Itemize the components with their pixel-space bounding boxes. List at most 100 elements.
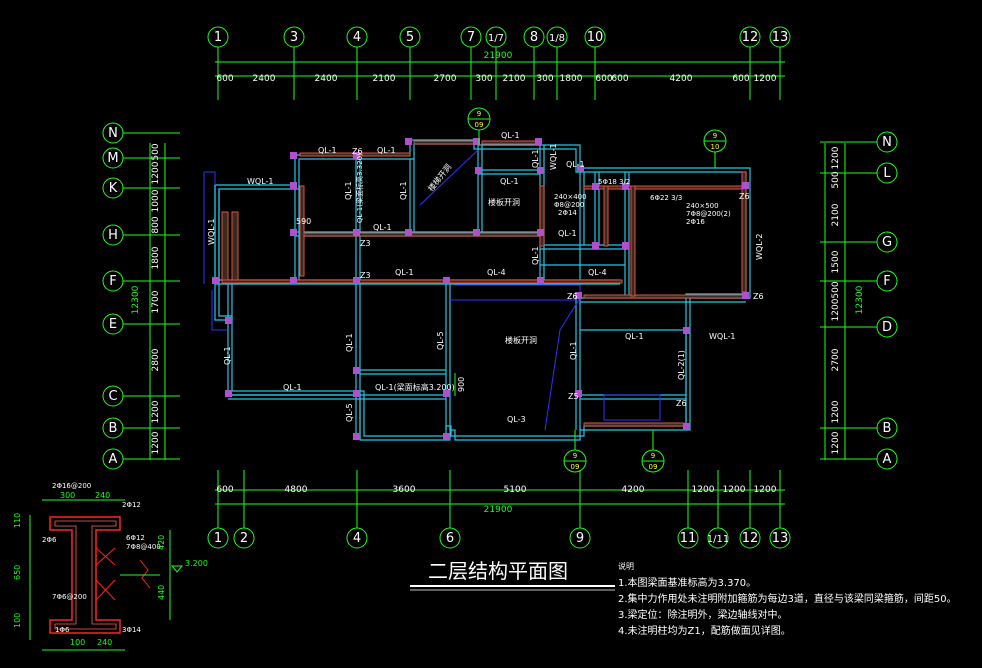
axis-bubble: 7: [460, 26, 482, 100]
beam-label: QL-1: [500, 177, 519, 186]
dim-text: 3600: [393, 485, 416, 495]
axis-bubble: B: [102, 417, 180, 439]
column: [443, 390, 450, 397]
axis-label: N: [108, 126, 118, 141]
column: [405, 138, 412, 145]
column: [537, 229, 544, 236]
axis-label: 4: [353, 30, 361, 45]
note-item: 3.梁定位：除注明外，梁边轴线对中。: [618, 608, 788, 621]
beam-label: WQL-1: [709, 332, 736, 341]
axis-label: 1/8: [549, 33, 565, 44]
axis-label: K: [109, 181, 118, 196]
column: [443, 277, 450, 284]
column-label: Z6: [739, 192, 750, 201]
beam-labels: QL-1 QL-1 QL-1 QL-1 QL-1 QL-1 QL-1 QL-1 …: [207, 131, 764, 424]
axis-bubble: C: [102, 385, 180, 407]
axis-label: 3: [290, 30, 298, 45]
section-callout[interactable]: 9 10: [703, 129, 727, 153]
top-total-dim: 21900: [484, 51, 513, 61]
beam-spec: Φ8@200: [554, 201, 584, 209]
dim-text: 1200: [723, 485, 746, 495]
beam-label: QL-1: [283, 383, 302, 392]
beam-spec: 240×500: [686, 202, 719, 210]
axis-bubble: 13: [769, 470, 791, 549]
beam-label: QL-4: [487, 268, 506, 277]
axis-label: 1/11: [707, 534, 729, 545]
detail-dim: 100: [70, 638, 85, 647]
detail-dim: 420: [157, 535, 166, 550]
axis-label: A: [883, 452, 892, 467]
beam-label: WQL-1: [247, 177, 274, 186]
axis-label: 4: [353, 531, 361, 546]
dim-text: 1000: [151, 189, 161, 212]
dim-text: 600: [732, 74, 749, 84]
column: [742, 182, 749, 189]
column: [290, 152, 297, 159]
axis-label: 8: [530, 30, 538, 45]
svg-text:10: 10: [711, 143, 720, 151]
note-item: 1.本图梁面基准标高为3.370。: [618, 576, 756, 589]
axis-label: C: [108, 389, 117, 404]
notes-heading: 说明: [618, 561, 634, 571]
axis-bubble: L: [820, 162, 898, 184]
axis-bubble: K: [102, 177, 180, 199]
dim-text: 1500: [831, 250, 841, 273]
detail-dim: 440: [157, 585, 166, 600]
column: [290, 277, 297, 284]
column: [683, 327, 690, 334]
axis-bubble: 8: [523, 26, 545, 100]
column: [622, 242, 629, 249]
axis-label: 2: [240, 531, 248, 546]
column: [353, 390, 360, 397]
axis-label: G: [882, 235, 892, 250]
axis-label: M: [107, 151, 118, 166]
dim-text: 300: [536, 74, 553, 84]
column-label: Z3: [360, 239, 371, 248]
right-total-dim: 12300: [855, 285, 865, 314]
section-callout[interactable]: 9 09: [563, 449, 587, 473]
inner-dim: 590: [296, 217, 311, 226]
column: [592, 183, 599, 190]
dim-text: 1200: [754, 74, 777, 84]
beam-label: QL-1: [399, 181, 408, 200]
axis-label: 12: [742, 531, 759, 546]
axis-label: E: [109, 317, 117, 332]
detail-dim: 240: [97, 638, 112, 647]
beam-label: QL-1: [558, 229, 577, 238]
column: [405, 229, 412, 236]
beam-label: QL-2(1): [677, 350, 686, 380]
axis-bubble: 4: [346, 470, 368, 549]
axis-label: 1/7: [488, 33, 504, 44]
rebar-label: 2Φ6: [42, 536, 57, 544]
axis-label: 10: [587, 30, 604, 45]
axis-bubble: A: [820, 448, 898, 470]
axis-bubble: 1/7: [485, 26, 507, 100]
column: [290, 229, 297, 236]
beam-spec: 6Φ22 3/3: [650, 194, 682, 202]
beam-label: QL-5: [436, 331, 445, 350]
column-labels: Z6 Z3 Z3 Z6 Z6 Z6 Z5 Z6: [352, 147, 764, 408]
column-label: Z6: [676, 399, 687, 408]
rebar-label: 7Φ6@200: [52, 593, 87, 601]
plan-openings: [203, 149, 661, 431]
beam-label: WQL-1: [549, 144, 558, 171]
rebar-label: 6Φ12: [126, 534, 145, 542]
axis-bubble: N: [102, 122, 180, 144]
beam-label: QL-1: [569, 341, 578, 360]
room-label: 楼板开洞: [505, 335, 537, 345]
axis-label: 9: [576, 531, 584, 546]
column: [575, 390, 582, 397]
detail-dim: 650: [13, 565, 22, 580]
axis-label: 12: [742, 30, 759, 45]
note-item: 2.集中力作用处未注明附加箍筋为每边3道，直径与该梁同梁箍筋，间距50。: [618, 592, 957, 605]
axis-bubble: B: [820, 417, 898, 439]
section-callouts: 9 09 9 10 9 09 9 09: [467, 107, 727, 473]
section-callout[interactable]: 9 09: [641, 449, 665, 473]
axis-bubble: F: [102, 270, 180, 292]
dim-text: 5100: [504, 485, 527, 495]
column: [535, 138, 542, 145]
section-callout[interactable]: 9 09: [467, 107, 491, 131]
